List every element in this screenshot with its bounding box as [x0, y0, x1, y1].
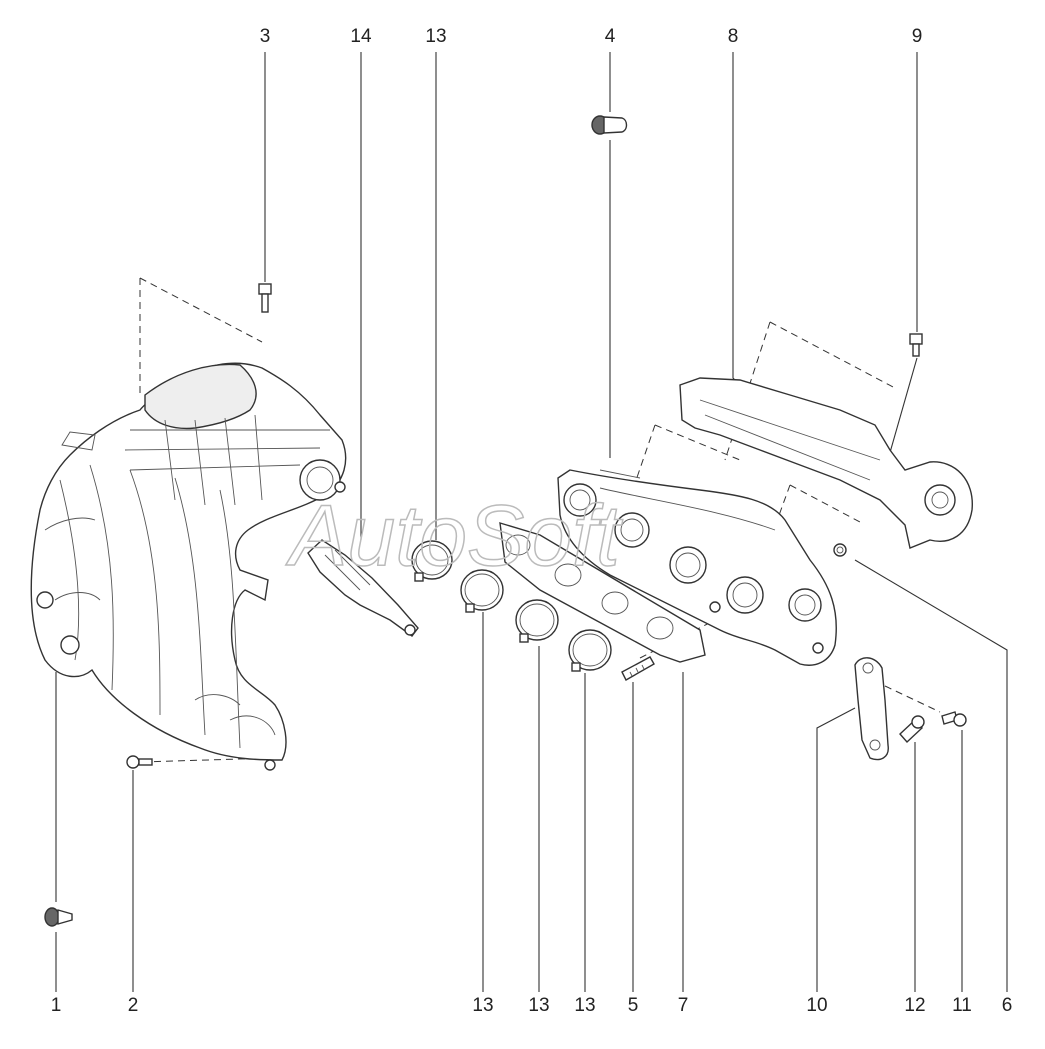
callout-5: 5 — [628, 995, 639, 1016]
callout-10: 10 — [806, 995, 827, 1016]
callout-14: 14 — [350, 26, 372, 47]
callout-7: 7 — [678, 995, 689, 1016]
callout-12: 12 — [904, 995, 925, 1016]
leader-lines — [55, 52, 1008, 992]
plug-1 — [44, 907, 73, 927]
heat-shield-8 — [679, 377, 973, 549]
bolt-9 — [909, 333, 923, 357]
callout-1: 1 — [51, 995, 62, 1016]
intake-manifold — [30, 362, 347, 771]
bolt-3 — [258, 283, 272, 313]
callout-11: 11 — [952, 995, 972, 1016]
gasket-rings — [411, 540, 612, 672]
callout-13-b3: 13 — [574, 995, 595, 1016]
callout-13-top: 13 — [425, 26, 446, 47]
watermark: AutoSoft — [285, 488, 623, 584]
clip-4 — [591, 115, 628, 135]
callout-13-b2: 13 — [528, 995, 549, 1016]
stud-2 — [126, 755, 153, 769]
nut-6 — [833, 543, 847, 557]
callout-4: 4 — [605, 26, 616, 47]
sensor-14 — [307, 539, 419, 637]
bolt-12 — [899, 715, 925, 744]
exhaust-manifold — [557, 469, 837, 666]
callout-6: 6 — [1002, 995, 1013, 1016]
callout-8: 8 — [728, 26, 739, 47]
callout-9: 9 — [912, 26, 923, 47]
bracket-10 — [854, 657, 889, 761]
callout-2: 2 — [128, 995, 139, 1016]
callout-3: 3 — [260, 26, 271, 47]
callout-13-b1: 13 — [472, 995, 493, 1016]
exhaust-gasket-7 — [499, 522, 706, 663]
bolt-11 — [941, 711, 967, 727]
stud-5 — [621, 656, 655, 681]
